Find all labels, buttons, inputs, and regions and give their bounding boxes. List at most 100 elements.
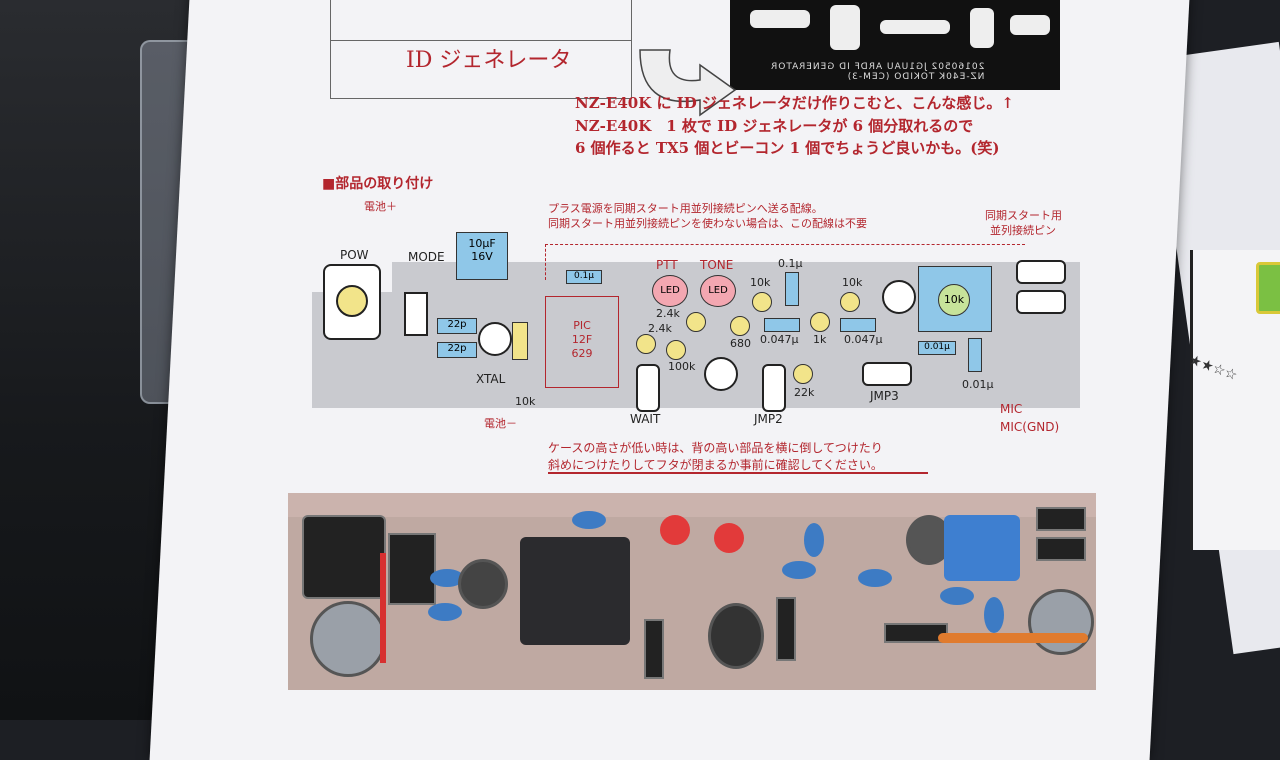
res-10k-b <box>752 292 772 312</box>
pic-label-1: PIC <box>573 319 591 332</box>
photo-mic-jack <box>1028 589 1094 655</box>
green-component <box>1256 262 1280 314</box>
res-100k <box>666 340 686 360</box>
mode-switch <box>404 292 428 336</box>
res-22k-label: 22k <box>794 386 815 399</box>
sync-pin-header-a <box>1016 260 1066 284</box>
trimmer-dial: 10k <box>938 284 970 316</box>
caution-note: ケースの高さが低い時は、背の高い部品を横に倒してつけたり 斜めにつけたりしてフタ… <box>548 440 928 474</box>
jmp2-label: JMP2 <box>754 412 783 426</box>
wait-label: WAIT <box>630 412 661 426</box>
photo-jmp2-header <box>776 597 796 661</box>
cap-001-b-label: 0.01μ <box>962 378 994 391</box>
sync-pins-label-1: 同期スタート用 <box>985 209 1062 222</box>
pic-ic-outline: PIC 12F 629 <box>545 296 619 388</box>
pic-label-3: 629 <box>571 347 593 360</box>
document-title: ID ジェネレータ <box>406 48 572 73</box>
photo-led-tone <box>714 523 744 553</box>
mic-label: MIC <box>1000 402 1023 416</box>
cap-electrolytic-value: 10μF <box>468 237 496 250</box>
pow-label: POW <box>340 248 369 262</box>
cap-0047-b-label: 0.047μ <box>844 333 883 346</box>
jmp3-jumper <box>862 362 912 386</box>
curved-arrow-icon <box>639 49 737 117</box>
pcb-label-line1: 20160502 JG1UAU ARDF ID GENERATOR <box>770 62 985 72</box>
battery-plus-label: 電池＋ <box>364 200 397 213</box>
electrolytic-capacitor: 10μF 16V <box>456 232 508 280</box>
caution-underline <box>548 472 928 474</box>
led-tone: LED <box>700 275 736 307</box>
cap-22p-b: 22p <box>437 342 477 358</box>
photo-cap-f <box>858 569 892 587</box>
photo-trimmer <box>944 515 1020 581</box>
note-line-3: 6 個作ると TX5 個とビーコン 1 個でちょうど良いかも。(笑) <box>575 139 1000 157</box>
wait-jumper <box>636 364 660 412</box>
photo-cap-a <box>430 569 464 587</box>
res-1k-label: 1k <box>813 333 827 346</box>
crystal <box>478 322 512 356</box>
res-680 <box>730 316 750 336</box>
res-680-label: 680 <box>730 337 751 350</box>
sync-pins-label-2: 並列接続ピン <box>990 224 1056 237</box>
photo-sync-header-b <box>1036 537 1086 561</box>
photo-mode-switch <box>388 533 436 605</box>
photo-cap-c <box>572 511 606 529</box>
cap-0047-a-label: 0.047μ <box>760 333 799 346</box>
photo-cap-g <box>940 587 974 605</box>
res-24k-a <box>686 312 706 332</box>
res-24k-a-label: 2.4k <box>656 307 680 320</box>
cap-22p-a: 22p <box>437 318 477 334</box>
res-10k-a-label: 10k <box>515 395 536 408</box>
photo-red-wire <box>380 553 386 663</box>
photo-cap-h <box>984 597 1004 633</box>
photo-crystal <box>458 559 508 609</box>
photo-orange-wire <box>938 633 1088 643</box>
cap-001-a: 0.01μ <box>918 341 956 355</box>
photo-power-switch <box>302 515 386 599</box>
res-22k <box>793 364 813 384</box>
res-10k-b-label: 10k <box>750 276 771 289</box>
caution-line-1: ケースの高さが低い時は、背の高い部品を横に倒してつけたり <box>548 441 883 455</box>
res-10k-a <box>512 322 528 360</box>
ptt-label: PTT <box>656 258 678 272</box>
pic-label-2: 12F <box>571 333 593 346</box>
sync-pin-header-b <box>1016 290 1066 314</box>
photo-sync-header-a <box>1036 507 1086 531</box>
note-line-1: NZ-E40K に ID ジェネレータだけ作りこむと、こんな感じ。↑ <box>575 94 1014 112</box>
wiring-note-2: 同期スタート用並列接続ピンを使わない場合は、この配線は不要 <box>548 217 867 230</box>
xtal-label: XTAL <box>476 372 506 386</box>
photo-cap-d <box>782 561 816 579</box>
photo-led-ptt <box>660 515 690 545</box>
photo-wait-header <box>644 619 664 679</box>
transistor-b <box>882 280 916 314</box>
photo-transistor <box>708 603 764 669</box>
photo-pic-ic <box>520 537 630 645</box>
cap-electrolytic-voltage: 16V <box>471 250 493 263</box>
res-24k-b <box>636 334 656 354</box>
res-10k-c <box>840 292 860 312</box>
pcb-pattern-photo: 20160502 JG1UAU ARDF ID GENERATOR NZ-E40… <box>730 0 1060 90</box>
title-frame: ID ジェネレータ <box>330 0 632 99</box>
section-heading: ■部品の取り付け <box>322 176 434 192</box>
pow-jack-center <box>336 285 368 317</box>
assembled-board-photo <box>288 493 1096 690</box>
cap-001-b <box>968 338 982 372</box>
tone-label: TONE <box>700 258 734 272</box>
cap-01-b-label: 0.1μ <box>778 257 803 270</box>
wiring-note-1: プラス電源を同期スタート用並列接続ピンへ送る配線。 <box>548 202 823 215</box>
caution-line-2: 斜めにつけたりしてフタが閉まるか事前に確認してください。 <box>548 458 883 472</box>
cap-01-a: 0.1μ <box>566 270 602 284</box>
power-wiring-dashed <box>545 244 1025 245</box>
cap-0047-b <box>840 318 876 332</box>
cap-01-b <box>785 272 799 306</box>
led-ptt: LED <box>652 275 688 307</box>
res-24k-b-label: 2.4k <box>648 322 672 335</box>
res-1k <box>810 312 830 332</box>
power-wiring-dashed-vertical <box>545 244 547 280</box>
jmp3-label: JMP3 <box>870 389 899 403</box>
photo-cap-e <box>804 523 824 557</box>
battery-minus-label: 電池－ <box>484 417 517 430</box>
note-line-2: NZ-E40K 1 枚で ID ジェネレータが 6 個分取れるので <box>575 117 974 135</box>
photo-cap-b <box>428 603 462 621</box>
mic-gnd-label: MIC(GND) <box>1000 420 1060 434</box>
